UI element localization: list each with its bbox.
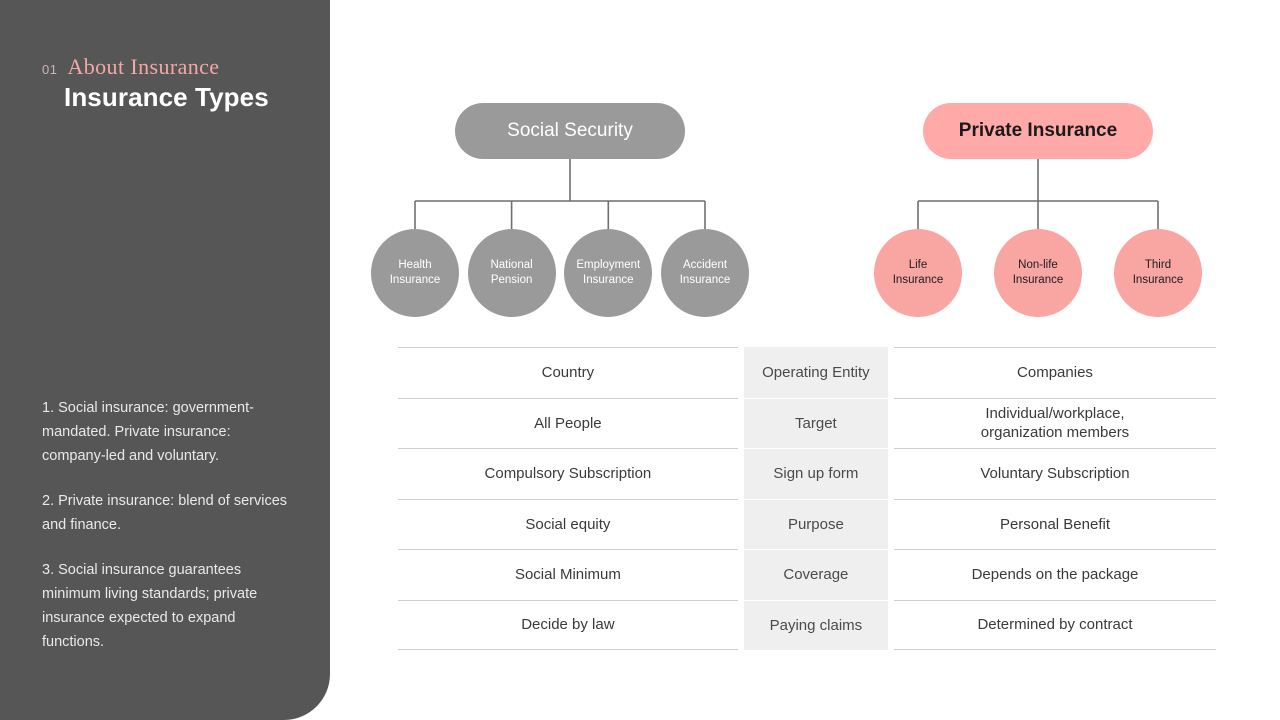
cell-line1: Personal Benefit	[999, 515, 1111, 533]
tree-root-social-security[interactable]: Social Security	[455, 103, 685, 159]
sidebar-notes: 1. Social insurance: government-mandated…	[42, 396, 292, 654]
table-row-attribute: Target	[743, 397, 888, 449]
comparison-column-private: Companies Individual/workplace, organiza…	[893, 347, 1216, 650]
leaf-label-line2: Pension	[490, 274, 533, 286]
leaf-label-line1: Health	[398, 259, 432, 271]
tree-leaf-life-insurance[interactable]: Life Insurance	[874, 229, 962, 317]
leaf-label-line1: Life	[908, 259, 928, 271]
note-item: 1. Social insurance: government-mandated…	[42, 400, 254, 464]
tree-private-insurance: Private Insurance Life Insurance Non-lif…	[855, 0, 1255, 340]
table-cell-social: Decide by law	[398, 599, 738, 650]
comparison-column-social: Country All People Compulsory Subscripti…	[398, 347, 738, 650]
comparison-column-attributes: Operating Entity Target Sign up form Pur…	[743, 347, 888, 651]
table-cell-private: Companies	[893, 347, 1216, 398]
section-kicker: About Insurance	[67, 54, 220, 79]
tree-leaf-employment-insurance[interactable]: Employment Insurance	[564, 229, 653, 317]
note-item: 3. Social insurance guarantees minimum l…	[42, 562, 258, 650]
note-item: 2. Private insurance: blend of services …	[42, 493, 288, 533]
cell-line1: Voluntary Subscription	[980, 465, 1130, 483]
leaf-label-line1: Accident	[682, 259, 728, 271]
leaf-label-line2: Insurance	[583, 274, 634, 286]
tree-leaf-accident-insurance[interactable]: Accident Insurance	[661, 229, 749, 317]
table-row-attribute: Coverage	[743, 549, 888, 600]
sidebar-panel: 01 About Insurance Insurance Types 1. So…	[0, 0, 330, 720]
tree-root-label: Private Insurance	[958, 120, 1118, 141]
tree-leaf-health-insurance[interactable]: Health Insurance	[371, 229, 459, 317]
leaf-label-line2: Insurance	[1132, 274, 1184, 286]
tree-root-private-insurance[interactable]: Private Insurance	[923, 103, 1153, 159]
table-cell-social: Country	[398, 347, 738, 398]
leaf-label-line1: National	[490, 259, 533, 271]
section-eyebrow: 01 About Insurance	[42, 54, 219, 80]
cell-line2: organization members	[980, 424, 1130, 442]
leaf-label-line2: Insurance	[389, 274, 441, 286]
tree-social-security: Social Security Health Insurance Nationa…	[370, 0, 790, 340]
table-cell-private: Determined by contract	[893, 599, 1216, 650]
table-row-attribute: Paying claims	[743, 599, 888, 651]
tree-leaf-non-life-insurance[interactable]: Non-life Insurance	[994, 229, 1082, 317]
tree-root-label: Social Security	[507, 120, 633, 141]
table-cell-social: Social equity	[398, 498, 738, 550]
comparison-table: Country All People Compulsory Subscripti…	[398, 347, 1216, 650]
leaf-label-line2: Insurance	[679, 274, 731, 286]
table-cell-social: Compulsory Subscription	[398, 448, 738, 499]
page-title: Insurance Types	[64, 82, 269, 112]
section-number: 01	[42, 62, 58, 77]
cell-line1: Individual/workplace,	[985, 405, 1125, 423]
tree-leaf-third-insurance[interactable]: Third Insurance	[1114, 229, 1202, 317]
cell-line1: Determined by contract	[977, 616, 1133, 634]
tree-leaf-national-pension[interactable]: National Pension	[467, 229, 556, 317]
leaf-label-line1: Third	[1144, 259, 1172, 271]
table-cell-private: Depends on the package	[893, 549, 1216, 600]
insurance-tree-diagram: Social Security Health Insurance Nationa…	[330, 0, 1280, 340]
cell-line1: Companies	[1017, 364, 1093, 382]
leaf-label-line1: Employment	[576, 259, 641, 271]
table-row-attribute: Sign up form	[743, 448, 888, 499]
leaf-label-line1: Non-life	[1018, 259, 1058, 271]
leaf-label-line2: Insurance	[1012, 274, 1064, 286]
content-sheet: Social Security Health Insurance Nationa…	[330, 0, 1280, 720]
table-cell-private: Voluntary Subscription	[893, 448, 1216, 499]
table-cell-private: Personal Benefit	[893, 498, 1216, 550]
table-cell-social: Social Minimum	[398, 549, 738, 600]
cell-line1: Depends on the package	[971, 566, 1139, 584]
table-cell-private: Individual/workplace, organization membe…	[893, 397, 1216, 449]
table-row-attribute: Operating Entity	[762, 363, 870, 381]
table-row-attribute: Purpose	[743, 498, 888, 550]
table-cell-social: All People	[398, 397, 738, 449]
leaf-label-line2: Insurance	[892, 274, 944, 286]
